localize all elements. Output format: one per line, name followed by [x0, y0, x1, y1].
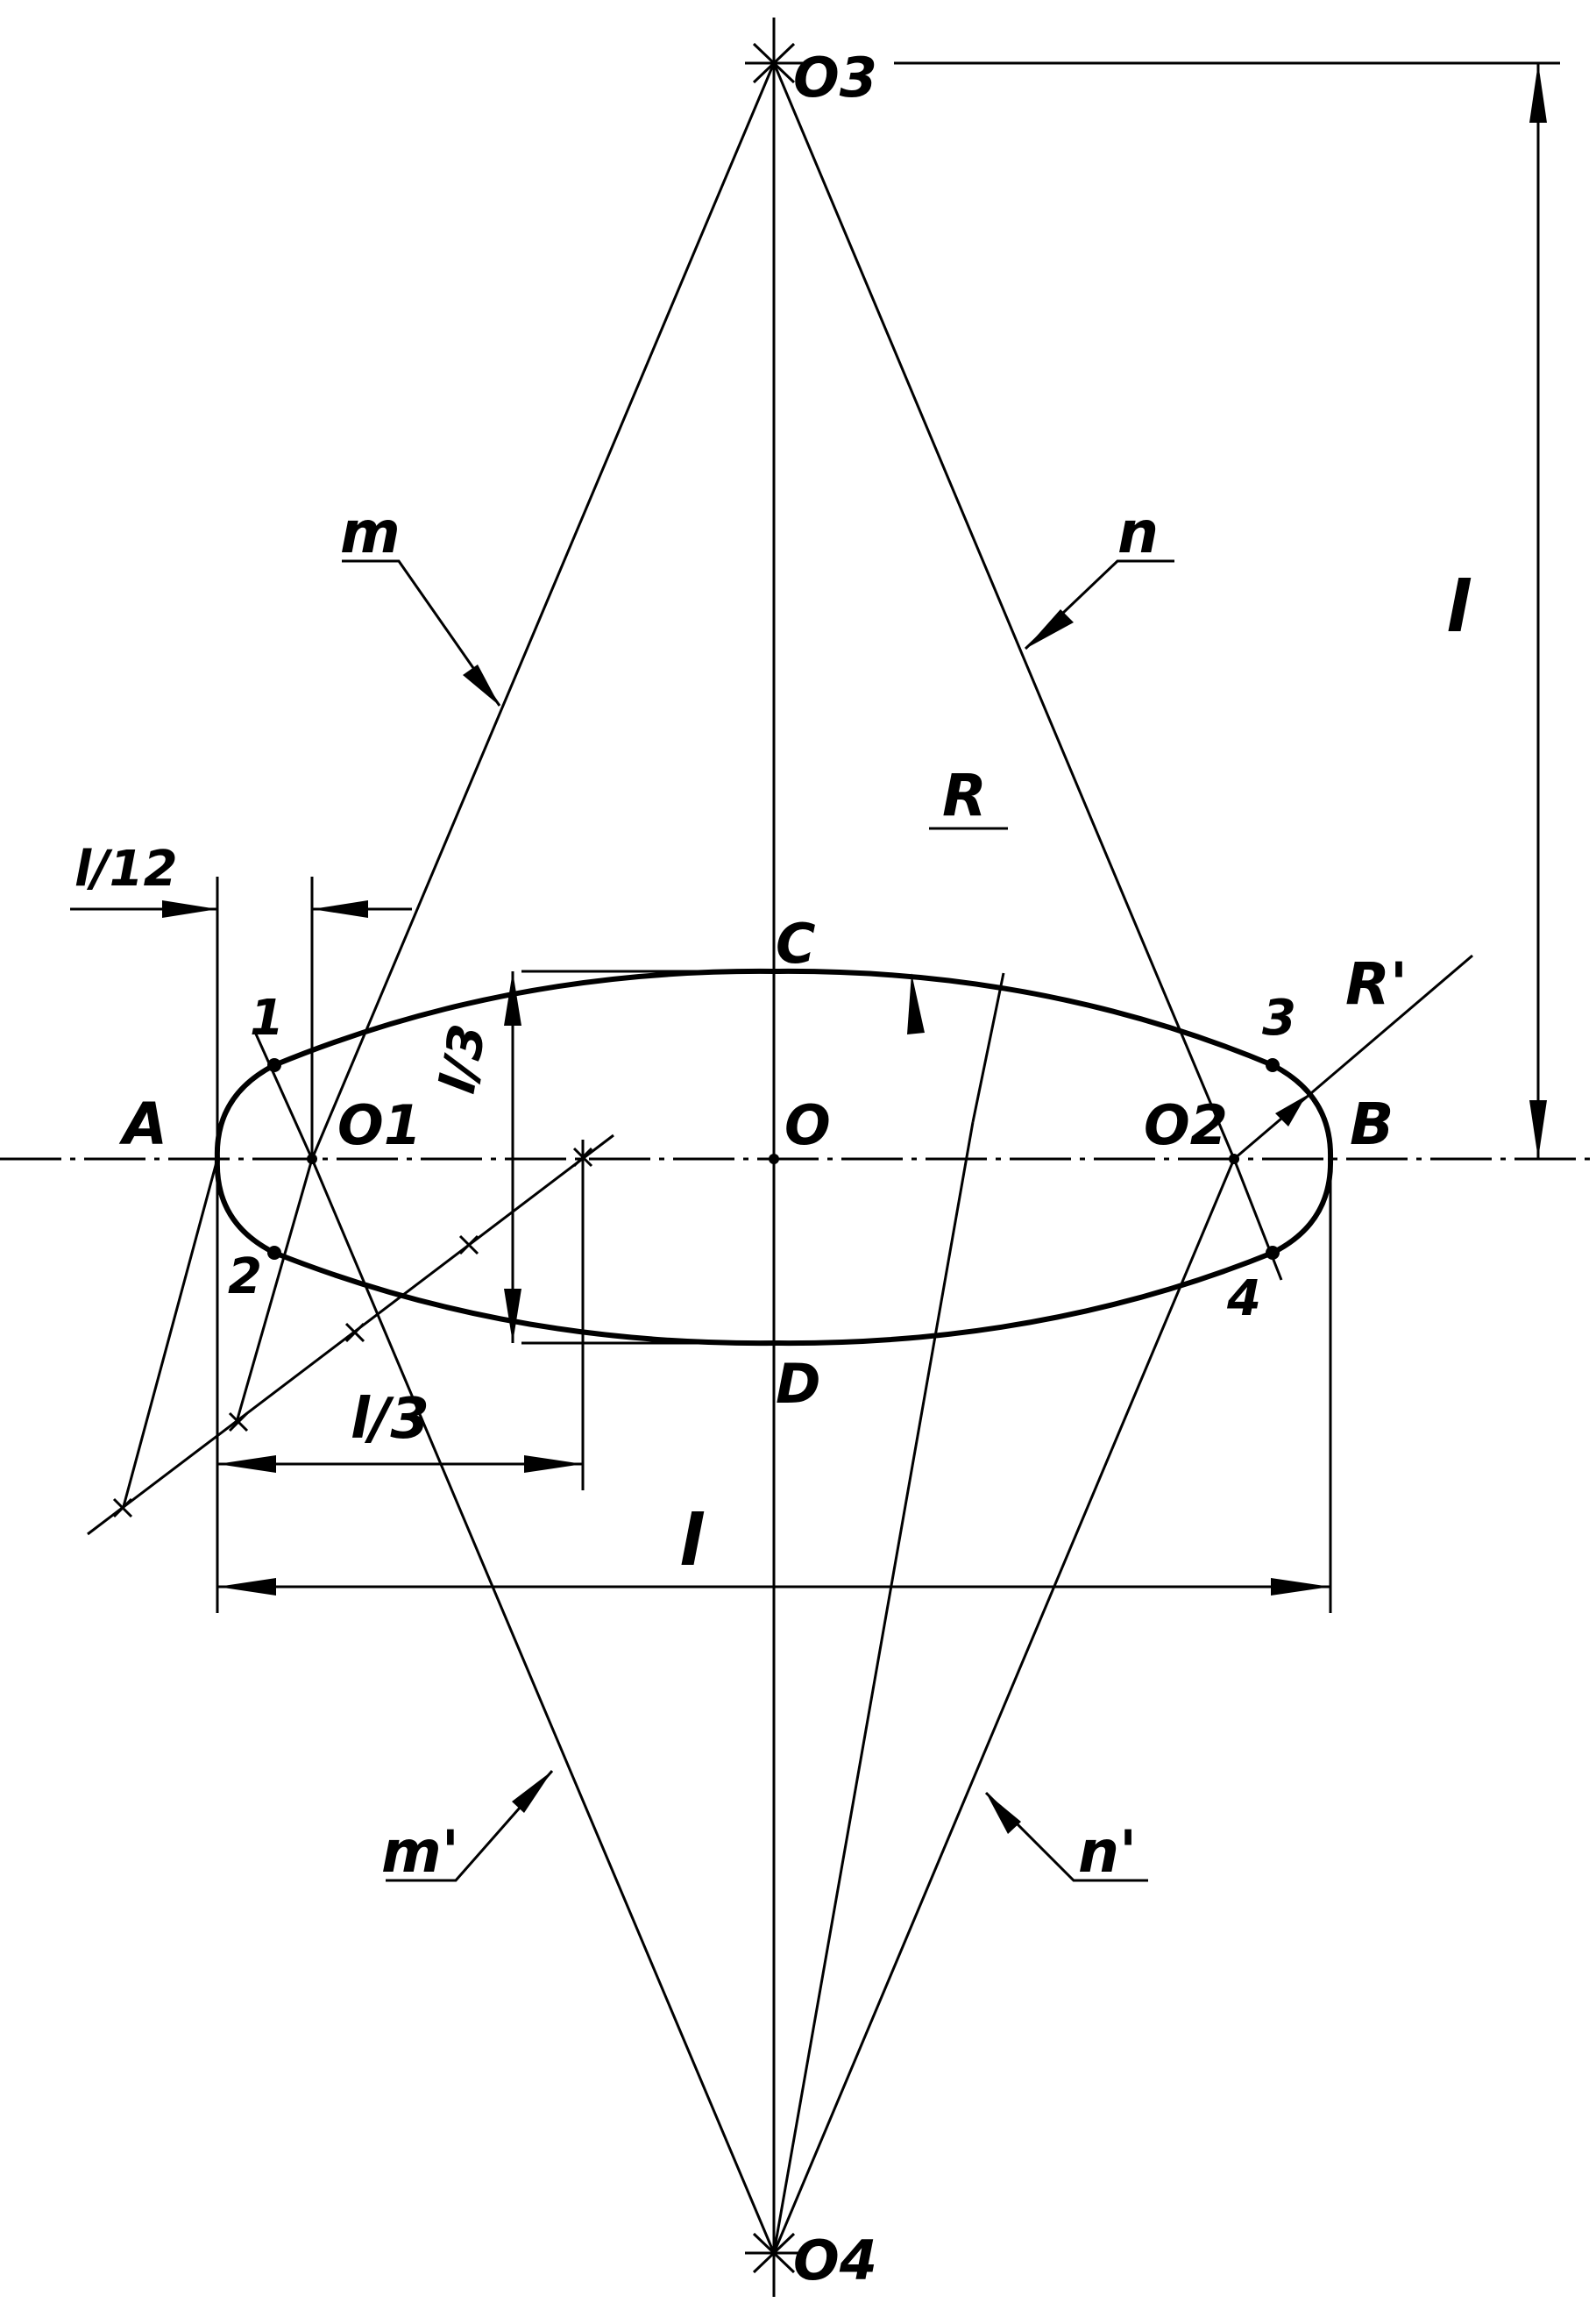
- point-1: [267, 1058, 281, 1072]
- leader-m: [342, 559, 501, 707]
- line-m-prime: [310, 1158, 776, 2254]
- star-o4: [745, 2232, 803, 2274]
- r-prime-arrowhead: [1275, 1096, 1306, 1127]
- division-line-o1: [235, 1158, 314, 1423]
- label-point-3: 3: [1262, 990, 1296, 1047]
- radius-r-prime-line: [1233, 954, 1473, 1161]
- label-o1: O1: [337, 1093, 422, 1157]
- label-o3: O3: [793, 46, 877, 110]
- label-point-4: 4: [1226, 1270, 1261, 1327]
- star-o3: [745, 42, 803, 84]
- point-o: [769, 1154, 779, 1164]
- label-d: D: [776, 1352, 820, 1416]
- line-m: [310, 62, 776, 1160]
- line-m-extension: [252, 1029, 314, 1160]
- label-o4: O4: [793, 2228, 877, 2292]
- label-n-prime: n': [1078, 1818, 1137, 1886]
- label-a: A: [118, 1091, 167, 1158]
- label-n: n: [1117, 499, 1159, 566]
- label-dimension-l3-vertical: l/3: [429, 1020, 498, 1098]
- label-m-prime: m': [381, 1818, 459, 1886]
- division-auxiliary-line: [87, 1134, 614, 1536]
- label-m: m: [340, 499, 401, 566]
- point-4: [1266, 1246, 1280, 1260]
- radius-r-line: [772, 1121, 975, 2254]
- division-ticks: [112, 1147, 593, 1518]
- label-point-2: 2: [228, 1248, 262, 1305]
- division-line-a: [121, 1158, 219, 1510]
- point-3: [1266, 1058, 1280, 1072]
- radius-r-line-upper: [971, 972, 1005, 1123]
- line-n: [772, 62, 1236, 1160]
- label-r: R: [942, 762, 987, 829]
- label-o2: O2: [1144, 1093, 1228, 1157]
- label-dimension-l-horizontal: l: [679, 1500, 705, 1581]
- label-r-prime: R': [1345, 950, 1408, 1018]
- label-dimension-l12: l/12: [74, 841, 178, 898]
- label-o: O: [784, 1093, 831, 1157]
- point-2: [267, 1246, 281, 1260]
- label-b: B: [1350, 1091, 1394, 1158]
- line-n-extension: [1232, 1158, 1283, 1281]
- label-point-1: 1: [250, 990, 284, 1047]
- label-dimension-l3-horizontal: l/3: [351, 1387, 429, 1452]
- label-dimension-l-vertical: l: [1446, 566, 1472, 648]
- line-n-prime: [772, 1158, 1236, 2254]
- label-c: C: [776, 912, 816, 976]
